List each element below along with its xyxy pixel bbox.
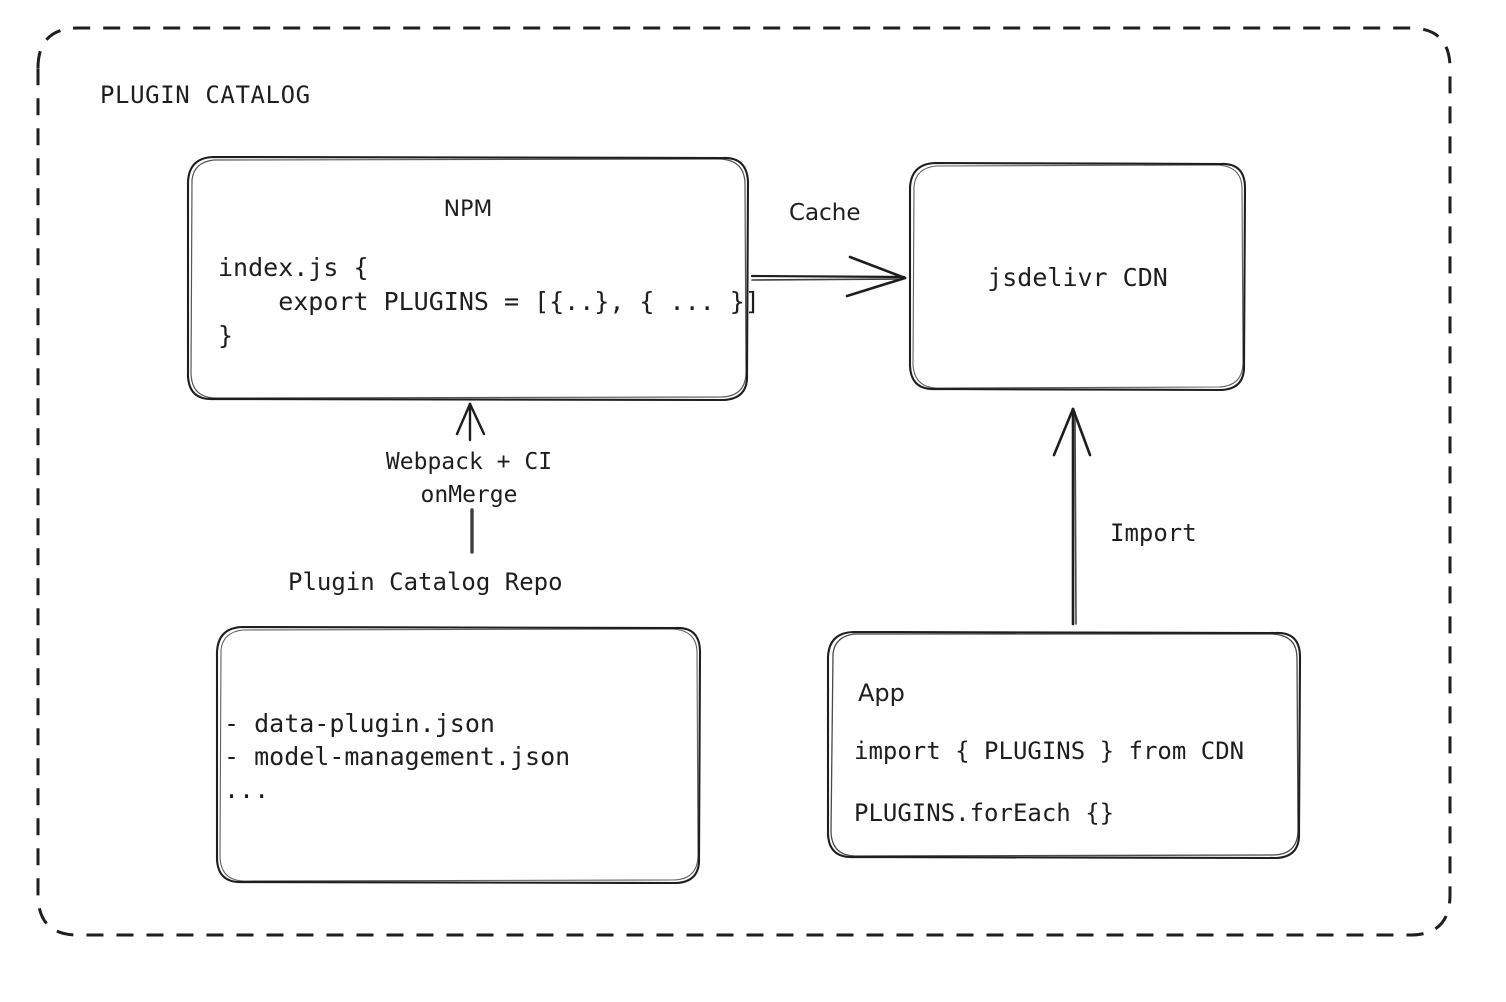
app-node-code-import: import { PLUGINS } from CDN — [854, 737, 1245, 765]
webpack-edge-label: Webpack + CI onMerge — [385, 449, 553, 508]
cdn-node-title: jsdelivr CDN — [987, 263, 1168, 292]
app-node-code-foreach: PLUGINS.forEach {} — [854, 799, 1115, 827]
repo-node-title: Plugin Catalog Repo — [288, 568, 563, 596]
app-node-title: App — [858, 679, 905, 707]
import-edge-label: Import — [1110, 519, 1197, 547]
repo-node-file-list: - data-plugin.json - model-management.js… — [224, 709, 571, 804]
cache-edge-label: Cache — [789, 200, 861, 226]
import-arrow — [1052, 407, 1092, 626]
plugin-catalog-title: PLUGIN CATALOG — [100, 81, 311, 109]
npm-node-code: index.js { export PLUGINS = [{..}, { ...… — [218, 253, 760, 350]
cache-arrow — [750, 255, 907, 298]
npm-node-title: NPM — [443, 197, 493, 222]
